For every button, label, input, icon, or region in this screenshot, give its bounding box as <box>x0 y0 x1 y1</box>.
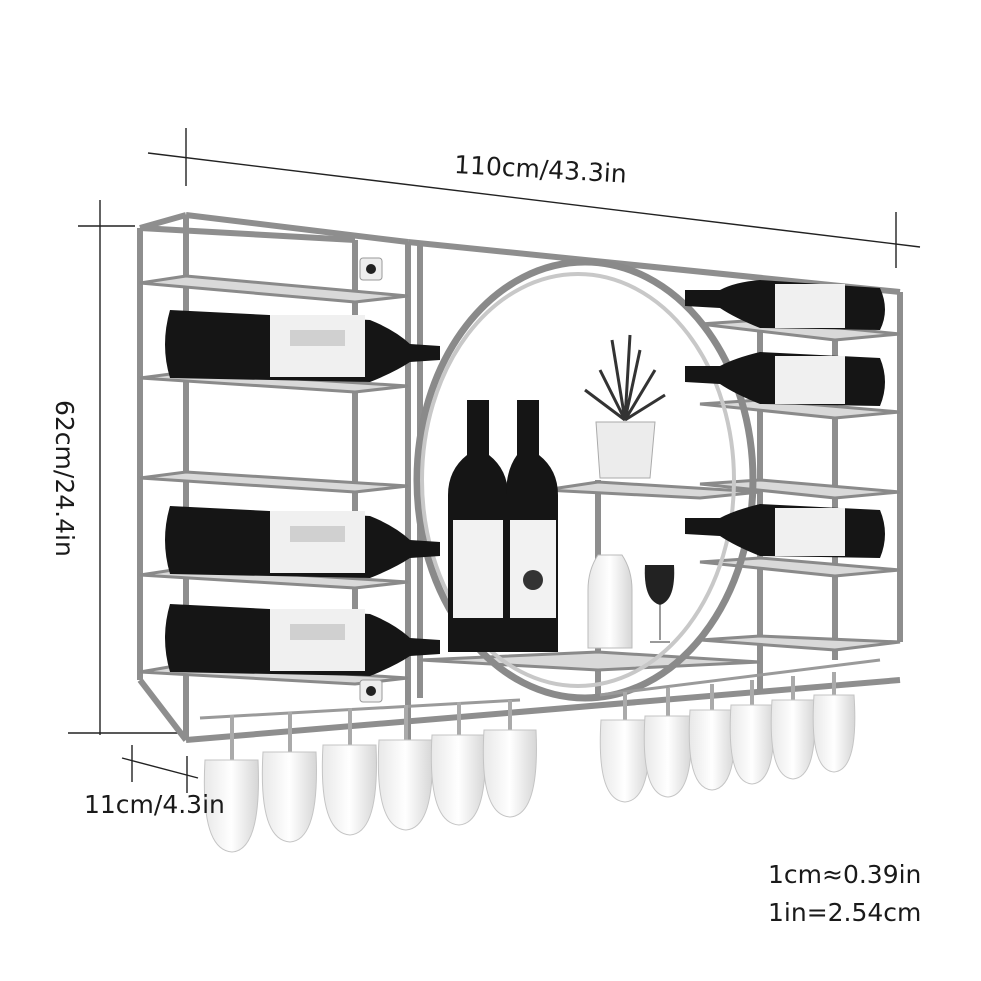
bottle-right-3 <box>685 504 885 558</box>
unit-conversion: 1cm≈0.39in 1in=2.54cm <box>768 856 921 932</box>
plant <box>584 334 666 479</box>
bottle-left-3 <box>165 604 440 676</box>
hanging-glass-6 <box>482 700 537 818</box>
circle-ring <box>413 258 757 702</box>
bottle-standing-1 <box>448 400 508 652</box>
mount-holes <box>359 257 383 703</box>
bottle-right-1 <box>685 280 885 330</box>
hanging-glass-5 <box>430 702 486 826</box>
bottle-right-2 <box>685 352 885 406</box>
in-to-cm-text: 1in=2.54cm <box>768 898 922 927</box>
bottle-left-1 <box>165 310 440 382</box>
glass-rails <box>199 658 881 720</box>
depth-dimension-label: 11cm/4.3in <box>84 790 225 819</box>
hanging-glass-1 <box>203 715 259 853</box>
hanging-glass-9 <box>688 684 736 791</box>
hanging-glass-8 <box>643 688 692 798</box>
hanging-glasses <box>203 672 856 853</box>
vase <box>587 554 633 649</box>
dimension-lines <box>68 128 921 793</box>
hanging-glass-2 <box>261 712 317 843</box>
bottle-standing-2 <box>506 400 558 652</box>
right-bottles <box>685 280 885 558</box>
small-wine-glass <box>644 565 675 643</box>
standing-bottles <box>448 400 558 652</box>
height-dimension-label: 62cm/24.4in <box>50 400 79 557</box>
hanging-glass-4 <box>377 705 433 831</box>
hanging-glass-3 <box>321 708 377 836</box>
hanging-glass-12 <box>812 672 856 773</box>
cm-to-in-text: 1cm≈0.39in <box>768 860 922 889</box>
bottle-left-2 <box>165 506 440 578</box>
left-bottles <box>165 310 440 676</box>
hanging-glass-7 <box>599 692 650 803</box>
